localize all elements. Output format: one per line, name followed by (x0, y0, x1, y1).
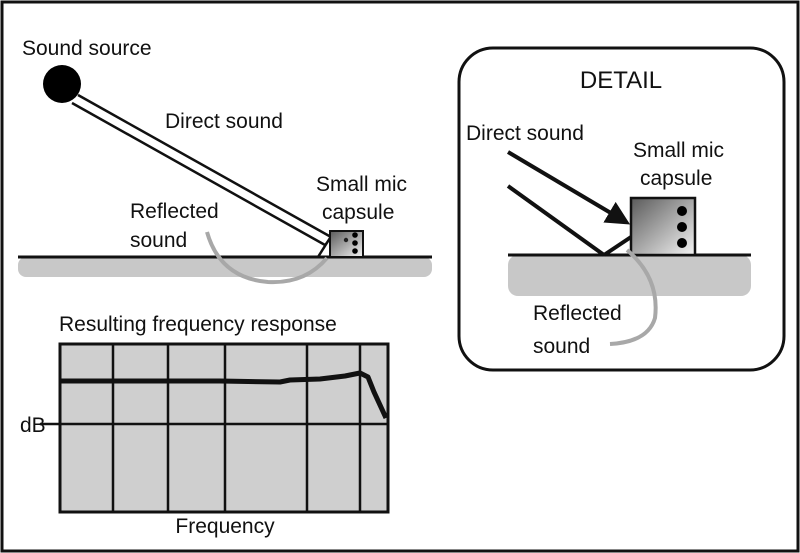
detail-reflected-label: Reflected sound (533, 302, 628, 358)
mic-capsule-label-line2: capsule (322, 201, 394, 224)
detail-floor (508, 255, 751, 296)
main-scene: Sound source Direct sound Small mic caps… (18, 37, 432, 285)
reflected-sound-label-line2: sound (130, 229, 187, 252)
detail-mic-label-line2: capsule (640, 167, 712, 190)
mic-capsule-label: Small mic capsule (316, 173, 413, 224)
frequency-response-graph: Resulting frequency response dB Frequenc… (20, 313, 390, 538)
graph-ylabel: dB (20, 414, 46, 437)
sound-source-label: Sound source (22, 37, 152, 60)
graph-title: Resulting frequency response (59, 313, 337, 336)
detail-direct-arrow (506, 150, 631, 225)
detail-direct-label: Direct sound (466, 122, 584, 145)
mic-capsule-icon (329, 230, 364, 258)
detail-mic-capsule-icon (629, 196, 697, 257)
detail-reflected-curve (609, 248, 658, 346)
response-curve (60, 370, 389, 420)
detail-title: DETAIL (580, 67, 662, 94)
direct-sound-label: Direct sound (165, 110, 283, 133)
detail-reflected-label-line1: Reflected (533, 302, 622, 325)
detail-mic-label-line1: Small mic (633, 139, 724, 162)
graph-grid (40, 344, 388, 512)
detail-frame (457, 46, 786, 372)
graph-xlabel: Frequency (175, 515, 275, 538)
reflected-sound-label: Reflected sound (130, 200, 225, 252)
detail-direct-ray (506, 184, 606, 257)
detail-reflected-label-line2: sound (533, 335, 590, 358)
reflected-ray (316, 237, 332, 258)
detail-mic-label: Small mic capsule (633, 139, 730, 190)
reflected-sound-arc (205, 231, 329, 285)
mic-capsule-label-line1: Small mic (316, 173, 407, 196)
detail-panel: DETAIL Direct sound Small mic capsule Re… (457, 46, 786, 372)
reflected-sound-label-line1: Reflected (130, 200, 219, 223)
sound-source-icon (43, 65, 81, 103)
detail-reflected-ray (602, 235, 633, 257)
floor (18, 257, 432, 277)
